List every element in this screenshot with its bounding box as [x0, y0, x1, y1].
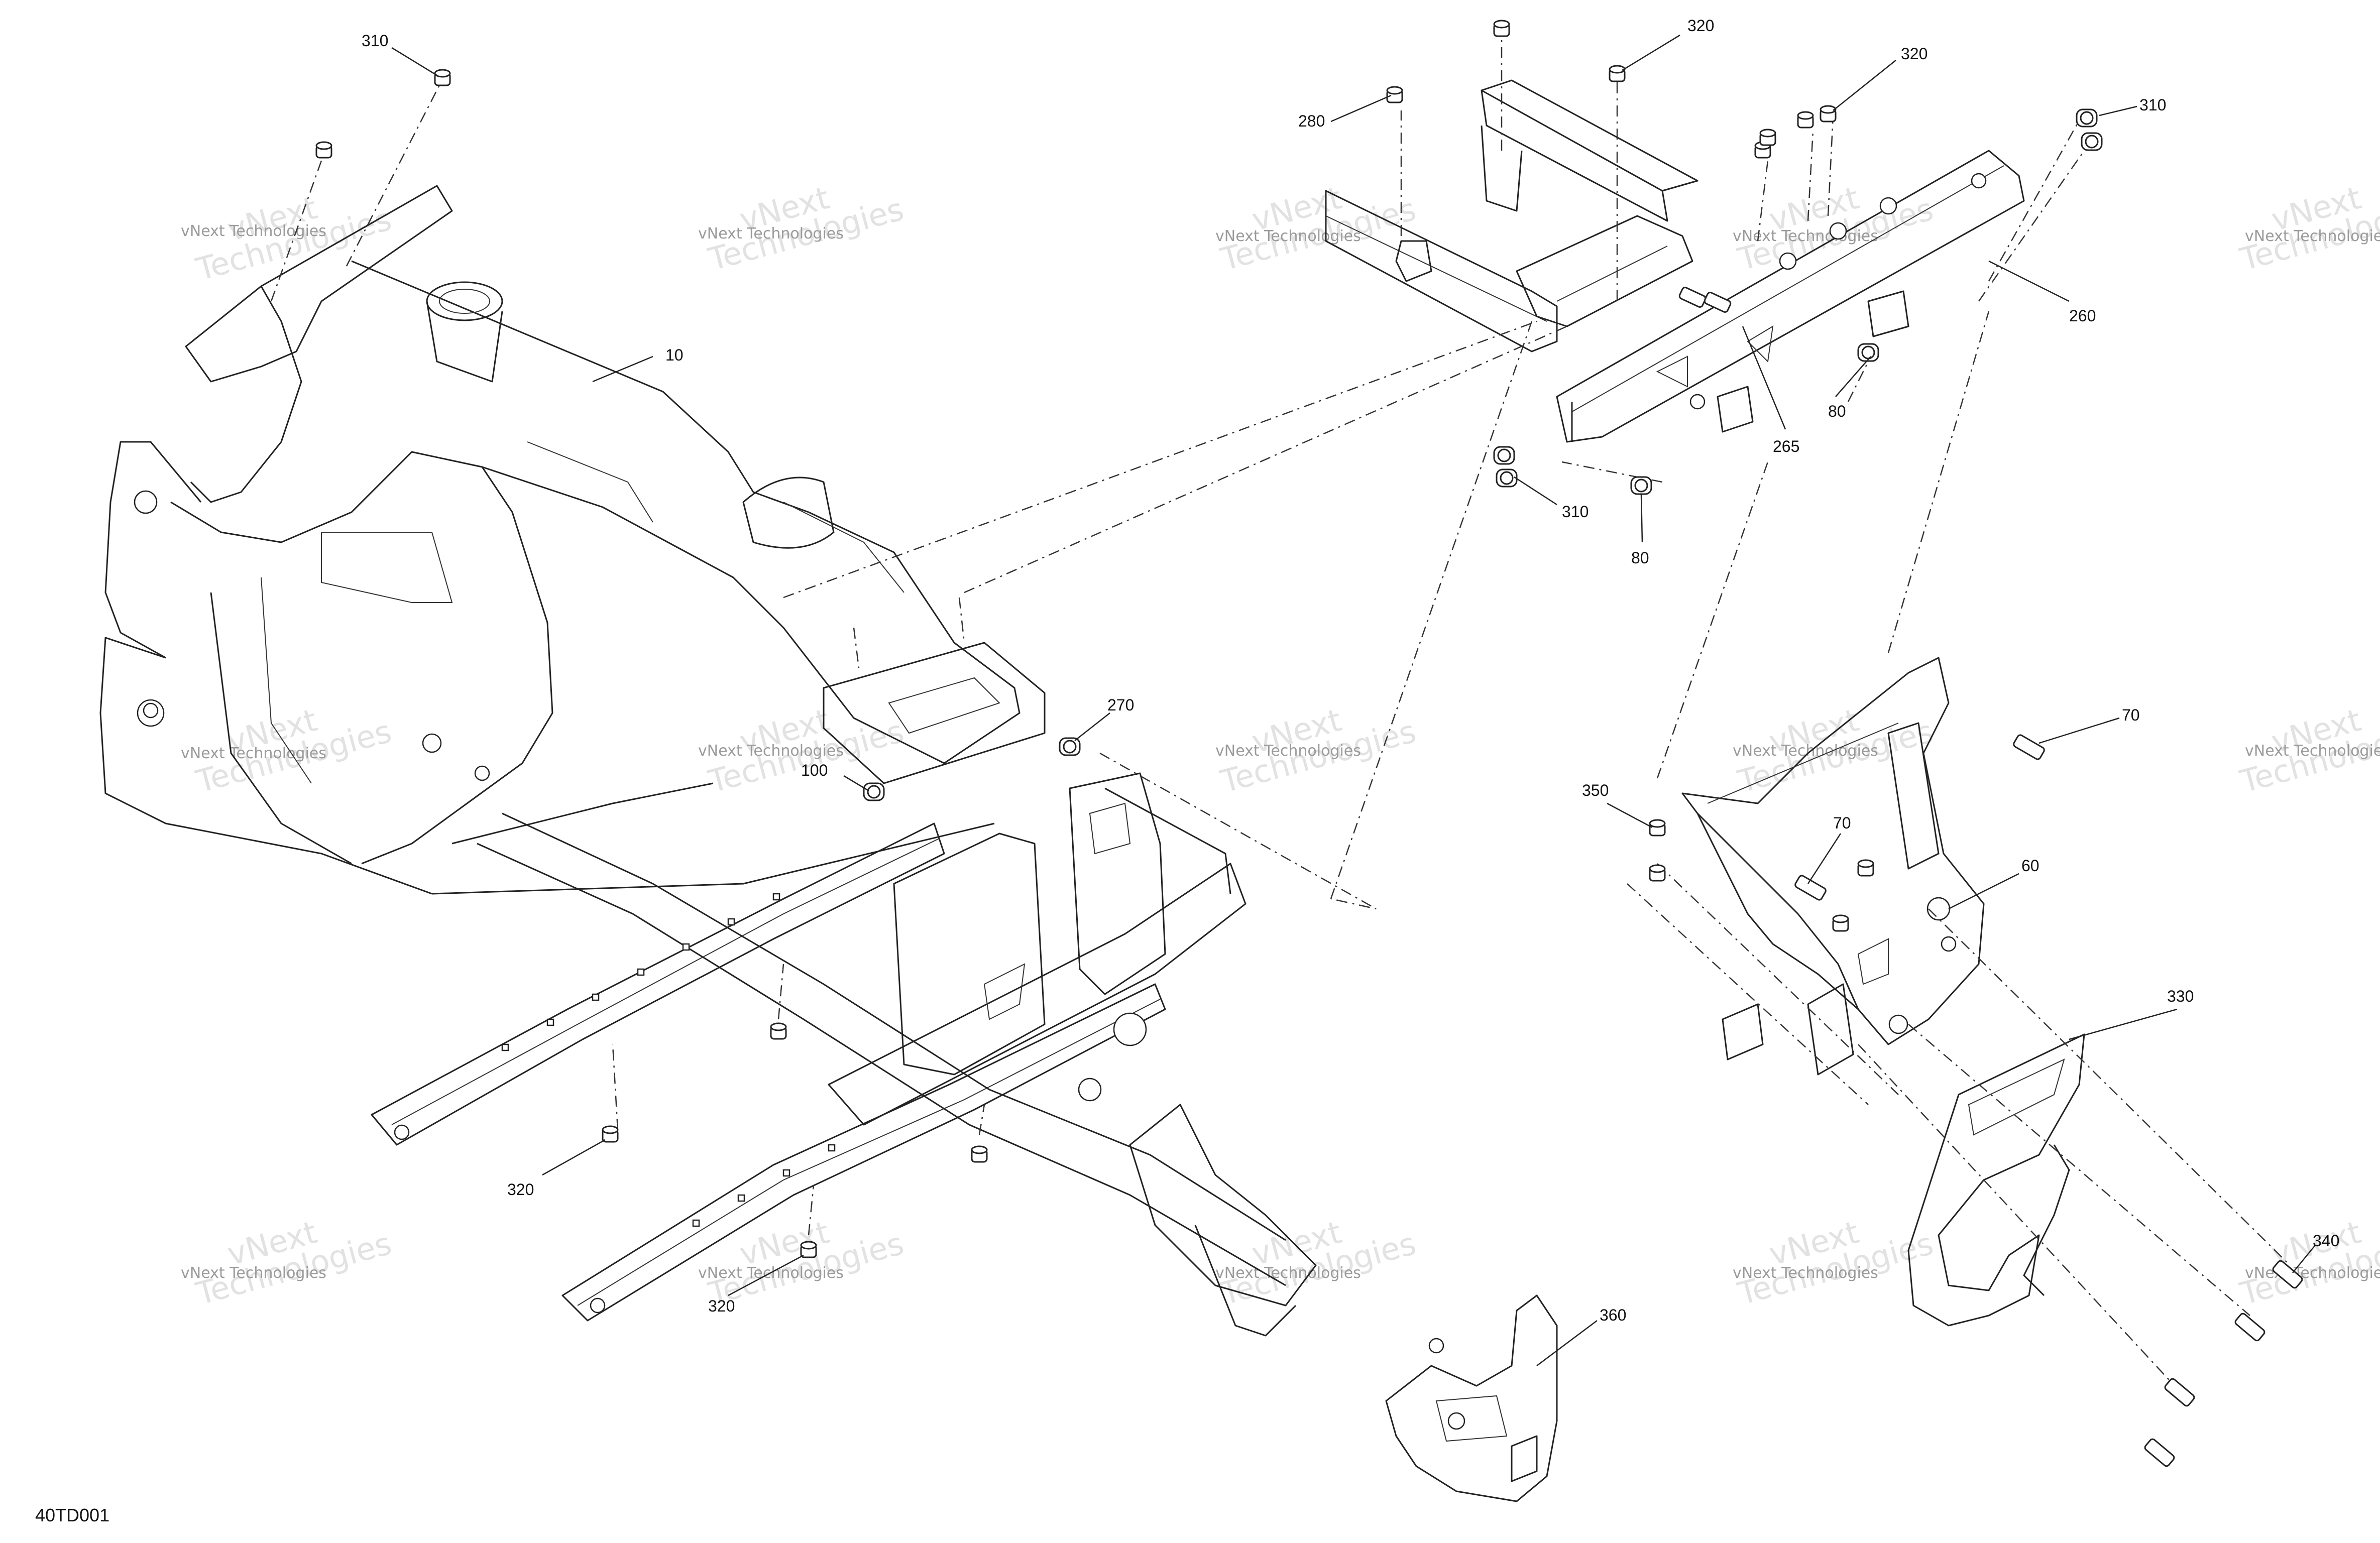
rear-subframe-part-260 [1325, 79, 2025, 443]
bracket-part-60 [1681, 657, 1985, 1076]
callout-70: 70 [2122, 706, 2140, 724]
alignment-lines [270, 30, 2291, 1386]
watermark-layer: vNext Technologies vNext Technologies vN… [181, 179, 2380, 1312]
nut-icon [602, 1125, 619, 1143]
nut-icon [1797, 111, 1814, 129]
watermark-small: vNext Technologies [2245, 227, 2380, 245]
watermark-small: vNext Technologies [1733, 1264, 1878, 1282]
callout-340: 340 [2313, 1232, 2339, 1250]
callout-320: 320 [1687, 17, 1714, 35]
nut-icon [434, 69, 451, 86]
callout-280: 280 [1298, 112, 1325, 130]
watermark-small: vNext Technologies [698, 225, 844, 243]
bolt-icon [2144, 1438, 2175, 1467]
watermark-small: vNext Technologies [1733, 742, 1878, 760]
nut-icon [1832, 914, 1849, 932]
callout-350: 350 [1582, 781, 1609, 799]
watermark-small: vNext Technologies [2245, 742, 2380, 760]
nut-icon [971, 1145, 988, 1163]
callout-330: 330 [2167, 987, 2194, 1005]
spacer-icon [1857, 343, 1879, 362]
watermark-small: vNext Technologies [1733, 227, 1878, 245]
nut-icon [1820, 105, 1837, 123]
callout-80: 80 [1828, 402, 1846, 420]
watermark-small: vNext Technologies [698, 742, 844, 760]
bolt-icon [1794, 875, 1827, 901]
nut-icon [1386, 86, 1403, 103]
watermark-small: vNext Technologies [2245, 1264, 2380, 1282]
bolt-icon [2272, 1260, 2303, 1289]
callout-leaders [391, 34, 2316, 1366]
nut-icon [1493, 20, 1510, 37]
watermark-small: vNext Technologies [1215, 742, 1361, 760]
watermark-small: vNext Technologies [1215, 1264, 1361, 1282]
nut-icon [1857, 859, 1874, 877]
bolt-icon [2164, 1378, 2195, 1407]
spacer-icon [1630, 476, 1652, 495]
bushing-icon [1493, 446, 1515, 465]
callout-310: 310 [362, 32, 388, 50]
callout-60: 60 [2021, 857, 2039, 875]
hardware [315, 20, 2303, 1467]
rail-holes [501, 893, 836, 1227]
callout-270: 270 [1107, 696, 1134, 714]
callout-265: 265 [1773, 437, 1799, 455]
callout-labels: 310 10 280 320 320 310 260 80 265 310 80… [362, 17, 2339, 1324]
nut-icon [1649, 864, 1666, 882]
bolt-icon [1704, 292, 1732, 313]
callout-100: 100 [801, 761, 828, 779]
callout-10: 10 [665, 346, 684, 364]
nut-icon [315, 141, 332, 159]
plate-part-330 [1907, 1033, 2085, 1327]
watermark-small: vNext Technologies [181, 745, 326, 762]
callout-320: 320 [708, 1297, 735, 1315]
callout-320: 320 [1901, 45, 1928, 63]
watermark-small: vNext Technologies [1215, 227, 1361, 245]
bushing-icon [2081, 132, 2103, 151]
watermark-small: vNext Technologies [181, 222, 326, 240]
callout-320: 320 [507, 1180, 534, 1199]
nut-icon [1609, 65, 1626, 82]
bushing-icon [2076, 108, 2098, 128]
nut-icon [800, 1241, 817, 1258]
nut-icon [770, 1022, 787, 1040]
nut-icon [1649, 819, 1666, 837]
watermark-small: vNext Technologies [181, 1264, 326, 1282]
bolt-icon [2013, 734, 2045, 760]
callout-360: 360 [1600, 1306, 1626, 1324]
nut-icon [1759, 129, 1776, 146]
bushing-icon [1496, 468, 1518, 488]
callout-310: 310 [1562, 503, 1589, 521]
spacer-icon [1059, 737, 1081, 756]
drawing-code: 40TD001 [35, 1505, 109, 1525]
callout-260: 260 [2069, 307, 2096, 325]
main-frame-part-10 [99, 185, 1317, 1337]
spacer-icon [863, 782, 885, 801]
bolt-icon [1678, 287, 1707, 308]
bolt-icon [2234, 1313, 2265, 1342]
hitch-part-360 [1385, 1294, 1558, 1502]
callout-80: 80 [1631, 549, 1649, 567]
callout-310: 310 [2139, 96, 2166, 114]
callout-70: 70 [1833, 814, 1851, 832]
